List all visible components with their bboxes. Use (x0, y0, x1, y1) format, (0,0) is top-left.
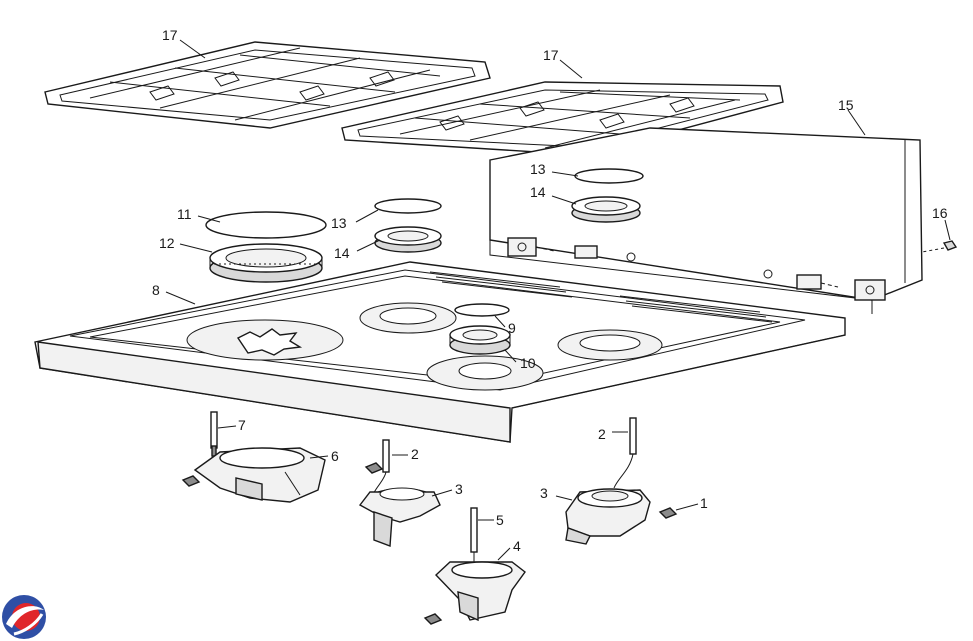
callout-base-right: 3 (540, 485, 548, 501)
callout-labels: 17 17 15 16 11 12 13 14 13 14 8 9 10 7 6… (152, 27, 948, 554)
callout-screw: 16 (932, 205, 948, 221)
electrode-front (470, 507, 478, 564)
callout-grate-right: 17 (543, 47, 559, 63)
electrode-right (613, 417, 637, 489)
burner-head-front (449, 325, 511, 355)
callout-electrode-front: 5 (496, 512, 504, 528)
burner-head-back (571, 196, 641, 223)
burner-cap-left (205, 211, 327, 239)
grate-right (341, 81, 784, 156)
burner-base-front (423, 561, 526, 625)
callout-electrode-right: 2 (598, 426, 606, 442)
callout-cooktop: 8 (152, 282, 160, 298)
callout-screw-right: 1 (700, 495, 708, 511)
callout-cap-front: 9 (508, 320, 516, 336)
callout-grate-left: 17 (162, 27, 178, 43)
burner-head-left (209, 243, 323, 283)
callout-head-back: 14 (530, 184, 546, 200)
callout-cap-back: 13 (530, 161, 546, 177)
callout-head-front: 10 (520, 355, 536, 371)
callout-backguard: 15 (838, 97, 854, 113)
callout-cap-mid: 13 (331, 215, 347, 231)
burner-base-left (181, 447, 326, 503)
callout-head-mid: 14 (334, 245, 350, 261)
burner-head-mid (374, 226, 442, 253)
burner-cap-mid (374, 198, 442, 214)
leader-lines (165, 39, 951, 561)
burner-base-right (565, 488, 651, 545)
burner-cap-front (454, 303, 510, 317)
grate-left (44, 41, 491, 129)
callout-head-left: 12 (159, 235, 175, 251)
screw-backguard (921, 240, 958, 253)
callout-electrode-mid: 2 (411, 446, 419, 462)
callout-base-mid: 3 (455, 481, 463, 497)
burner-base-mid (358, 487, 441, 547)
callout-electrode-left: 7 (238, 417, 246, 433)
screw-burner-right (658, 507, 678, 519)
electrode-left (210, 411, 218, 457)
brand-logo (2, 595, 46, 639)
callout-base-left: 6 (331, 448, 339, 464)
burner-cap-back (574, 168, 644, 184)
callout-cap-left: 11 (177, 206, 192, 222)
callout-base-front: 4 (513, 538, 521, 554)
cooktop-main-top (34, 261, 846, 443)
